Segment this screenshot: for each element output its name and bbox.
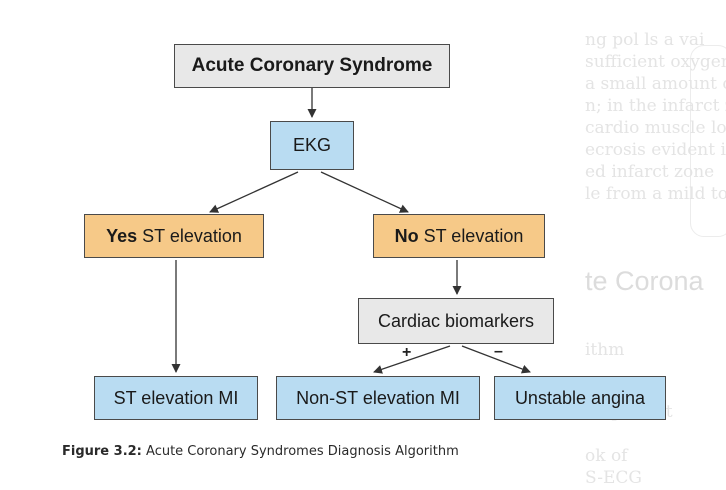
node-non-st-elevation-mi: Non-ST elevation MI (276, 376, 480, 420)
node-cardiac-biomarkers: Cardiac biomarkers (358, 298, 554, 344)
arrow-biomarkers-to-unstable (461, 345, 531, 374)
edge-label-negative: – (494, 343, 503, 360)
background-page-text: cardio muscle loss (585, 118, 726, 138)
node-yes-text: ST elevation (142, 225, 242, 246)
edge-label-positive: + (402, 344, 412, 361)
arrow-ekg-to-yes (209, 171, 299, 213)
background-page-text: ok of (585, 446, 628, 466)
node-yes-st-elevation: Yes ST elevation (84, 214, 264, 258)
background-page-text: ecrosis evident in (585, 140, 726, 160)
background-page-text: sufficient oxygen bu (585, 52, 726, 72)
figure-caption-text: Acute Coronary Syndromes Diagnosis Algor… (146, 444, 459, 459)
node-ekg: EKG (270, 121, 354, 170)
node-no-text: ST elevation (423, 225, 524, 246)
background-page-text: ng pol ls a vai (585, 30, 705, 50)
figure-caption-label: Figure 3.2: (62, 444, 142, 459)
background-page-text: le from a mild to (585, 184, 726, 204)
node-unstable-angina: Unstable angina (494, 376, 666, 420)
figure-caption: Figure 3.2: Acute Coronary Syndromes Dia… (62, 444, 459, 459)
background-page-text: a small amount of te (585, 74, 726, 94)
node-no-st-elevation: No ST elevation (373, 214, 545, 258)
background-page-frame (690, 45, 726, 237)
background-page-text: n; in the infarct zone (585, 96, 726, 116)
background-page-heading: te Corona (585, 266, 704, 296)
node-st-elevation-mi: ST elevation MI (94, 376, 258, 420)
node-acute-coronary-syndrome: Acute Coronary Syndrome (174, 44, 450, 88)
arrow-ekg-to-no (320, 171, 409, 213)
arrow-biomarkers-to-nstemi (373, 345, 451, 374)
node-no-label: No (394, 225, 419, 246)
background-page-text: ed infarct zone (585, 162, 715, 182)
background-page-text: S-ECG (585, 468, 643, 488)
node-yes-label: Yes (106, 225, 138, 246)
background-page-text: ithm (585, 340, 625, 360)
